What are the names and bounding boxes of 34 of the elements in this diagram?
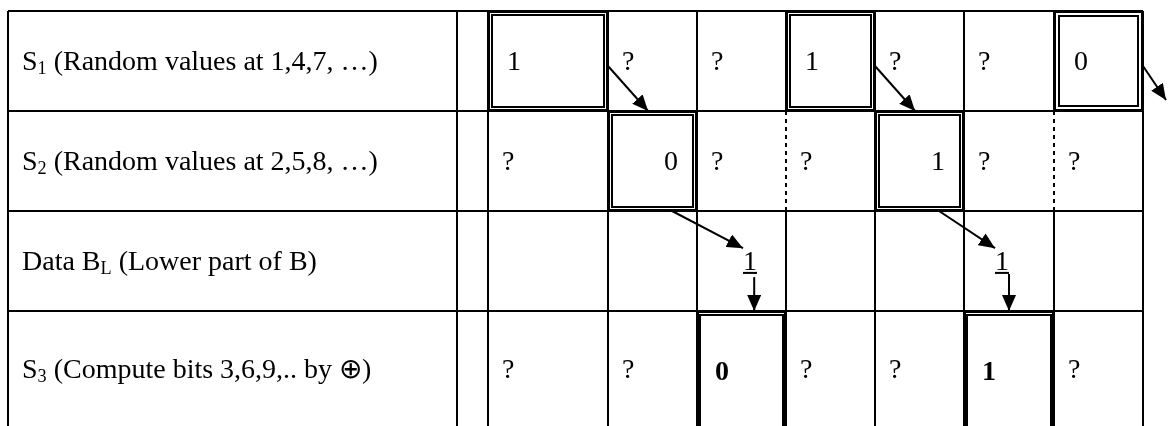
unknown-bit: ? (711, 144, 724, 178)
unknown-bit: ? (889, 352, 902, 385)
data-bit: 1 (995, 244, 1009, 278)
arrow (607, 65, 650, 112)
data-bit: 1 (743, 244, 757, 278)
unknown-bit: ? (622, 352, 635, 385)
unknown-bit: ? (502, 352, 515, 385)
arrow (747, 276, 762, 312)
arrow (1002, 272, 1016, 312)
arrow (671, 210, 744, 250)
unknown-bit: ? (622, 44, 635, 78)
unknown-bit: ? (1068, 352, 1081, 385)
row-header: S$_{1}$ (Random values at 1,4,7, …) (22, 44, 378, 78)
unknown-bit: ? (800, 352, 813, 385)
unknown-bit: ? (978, 144, 991, 178)
random-bit-cell: 1 (786, 11, 875, 111)
unknown-bit: ? (800, 144, 813, 178)
unknown-bit: ? (978, 44, 991, 78)
row-header: S$_{2}$ (Random values at 2,5,8, …) (22, 144, 378, 178)
random-bit-cell: 0 (1054, 11, 1143, 111)
row-header: S$_{3}$ (Compute bits 3,6,9,.. by ⊕) (22, 352, 372, 385)
row-header: Data B$_{L}$ (Lower part of B) (22, 244, 317, 278)
random-bit-cell: 0 (608, 111, 697, 211)
computed-bit-cell: 1 (964, 311, 1054, 426)
arrow (874, 65, 917, 112)
unknown-bit: ? (711, 44, 724, 78)
arrow (1142, 65, 1167, 101)
unknown-bit: ? (502, 144, 515, 178)
arrow (938, 210, 996, 250)
random-bit-cell: 1 (875, 111, 964, 211)
computed-bit-cell: 0 (697, 311, 786, 426)
unknown-bit: ? (889, 44, 902, 78)
random-bit-cell: 1 (488, 11, 608, 111)
unknown-bit: ? (1068, 144, 1081, 178)
